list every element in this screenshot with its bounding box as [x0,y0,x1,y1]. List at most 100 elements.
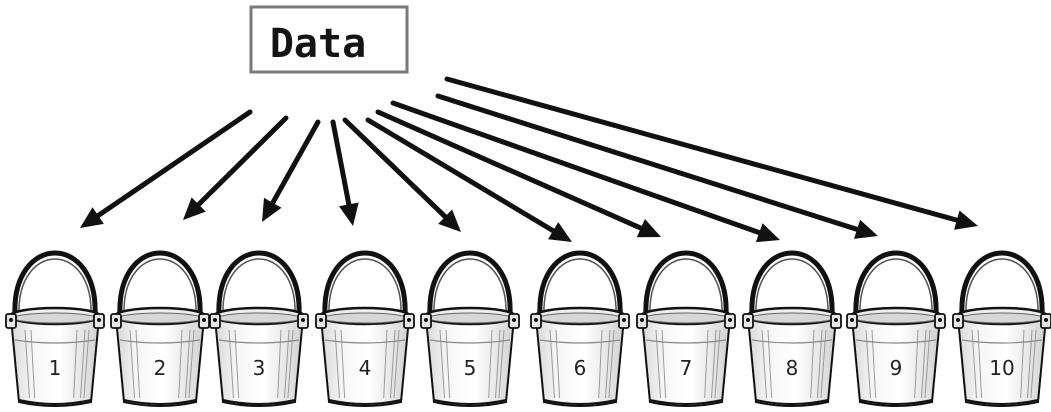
bucket-rim-inner [644,312,728,324]
bucket-shade-line [767,329,773,399]
bucket-number: 5 [464,356,477,380]
bucket-base [859,399,933,405]
bucket-shade-line [445,329,451,399]
bucket-rivet [213,318,217,322]
bucket-shade-line [810,329,815,399]
bucket-4: 4 [315,250,415,407]
bucket-rivet [407,318,411,322]
bucket-handle-inner [755,258,829,317]
bucket-band [119,339,201,344]
arrow-7-head [636,219,661,238]
bucket-number: 10 [989,356,1014,380]
bucket-rivet [956,318,960,322]
bucket-band [855,339,937,344]
arrow-9-head [854,219,878,239]
bucket-shade-line [914,329,919,399]
bucket-base [123,399,197,405]
arrow-7-shaft [375,109,644,231]
bucket-rim-inner [428,312,512,324]
bucket-handle-inner [328,258,402,317]
bucket-6: 6 [530,250,630,407]
arrow-4 [330,119,359,226]
bucket-handle [12,250,98,319]
bucket-shade-line [73,329,78,399]
arrow-10-shaft [444,76,960,223]
bucket-number: 8 [786,356,799,380]
bucket-shade-line [135,329,141,399]
bucket-rivet [534,318,538,322]
arrow-2-head [183,197,206,220]
bucket-rivet [746,318,750,322]
bucket-rivet [9,318,13,322]
arrow-10 [444,76,978,230]
bucket-handle-inner [965,258,1039,317]
bucket-handle [537,250,623,319]
arrow-5-shaft [342,117,448,220]
bucket-base [543,399,617,405]
bucket-band [961,339,1043,344]
data-box-label: Data [270,21,366,67]
arrow-4-shaft [330,119,352,207]
bucket-rivet [202,318,206,322]
bucket-handle [643,250,729,319]
bucket-rivet [97,318,101,322]
bucket-base [328,399,402,405]
bucket-rim-inner [750,312,834,324]
bucket-handle [959,250,1045,319]
bucket-rim-inner [538,312,622,324]
bucket-band [539,339,621,344]
bucket-rivet [301,318,305,322]
bucket-rim-inner [960,312,1044,324]
bucket-base [222,399,296,405]
arrow-2 [183,115,289,220]
bucket-base [433,399,507,405]
bucket-2: 2 [110,250,210,407]
bucket-handle [216,250,302,319]
arrow-6 [365,117,572,242]
arrow-8-shaft [390,100,762,236]
arrow-8 [390,100,780,243]
bucket-handle-inner [649,258,723,317]
arrow-1-head [80,207,104,228]
bucket-rivet [728,318,732,322]
arrow-5 [342,117,461,232]
bucket-5: 5 [420,250,520,407]
bucket-handle-inner [123,258,197,317]
bucket-shade-line [977,329,983,399]
data-source-box: Data [249,5,409,74]
bucket-shade-line [1020,329,1025,399]
bucket-7: 7 [636,250,736,407]
bucket-rivet [640,318,644,322]
bucket-rivet [424,318,428,322]
bucket-base [755,399,829,405]
bucket-handle-inner [433,258,507,317]
arrow-7 [375,109,661,238]
arrow-3-shaft [270,119,321,206]
bucket-rim-inner [13,312,97,324]
arrow-6-head [548,222,572,242]
arrow-6-shaft [365,117,556,234]
bucket-shade-line [488,329,493,399]
bucket-10: 10 [952,250,1051,407]
bucket-number: 9 [890,356,903,380]
bucket-shade-line [555,329,561,399]
bucket-rivet [834,318,838,322]
arrow-5-head [438,209,461,232]
bucket-9: 9 [846,250,946,407]
bucket-handle-inner [859,258,933,317]
arrow-10-head [954,210,978,230]
bucket-shade-line [340,329,346,399]
bucket-handle-inner [543,258,617,317]
bucket-band [218,339,300,344]
bucket-rivet [1044,318,1048,322]
bucket-band [14,339,96,344]
bucket-number: 4 [359,356,372,380]
bucket-number: 2 [154,356,167,380]
bucket-band [645,339,727,344]
bucket-rivet [114,318,118,322]
bucket-shade-line [871,329,877,399]
bucket-base [965,399,1039,405]
bucket-handle [322,250,408,319]
